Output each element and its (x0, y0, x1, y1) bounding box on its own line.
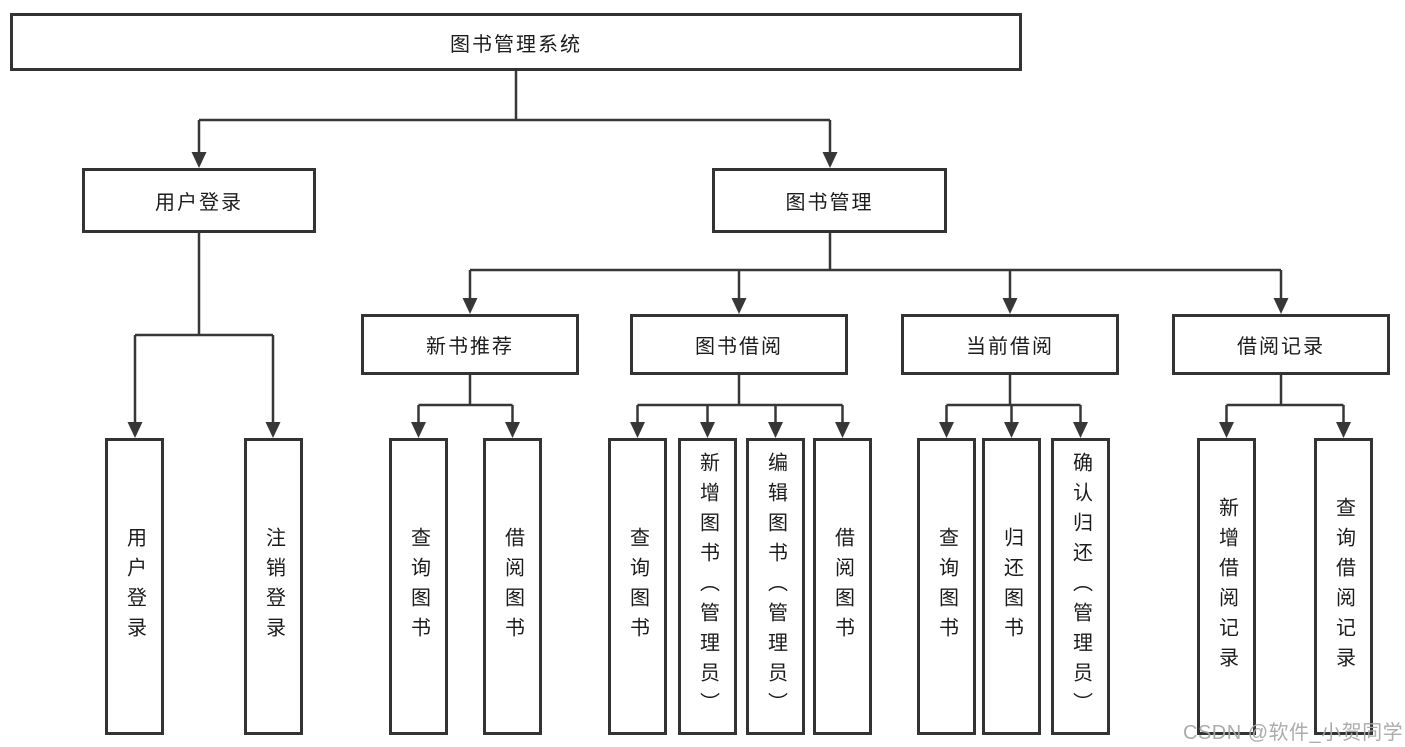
node-book-borrowing-label: 图书借阅 (695, 336, 783, 358)
node-new-book-recommendation: 新书推荐 (361, 314, 579, 375)
leaf-user-login: 用户登录 (105, 438, 164, 735)
node-book-management: 图书管理 (712, 168, 947, 233)
leaf-borrow-books-recommend: 借阅图书 (483, 438, 542, 735)
node-borrowing-records-label: 借阅记录 (1237, 336, 1325, 358)
leaf-query-books-current: 查询图书 (917, 438, 976, 735)
node-new-book-recommendation-label: 新书推荐 (426, 336, 514, 358)
node-book-management-label: 图书管理 (785, 192, 874, 214)
leaf-borrow-books-borrowing: 借阅图书 (813, 438, 872, 735)
leaf-query-books-current-label: 查询图书 (935, 526, 958, 647)
node-user-login: 用户登录 (82, 168, 316, 233)
leaf-add-borrow-record-label: 新增借阅记录 (1215, 496, 1238, 677)
leaf-user-login-label: 用户登录 (123, 526, 146, 647)
leaf-confirm-return-admin-label: 确认归还（管理员） (1069, 451, 1092, 722)
node-root-label: 图书管理系统 (450, 33, 582, 56)
csdn-watermark: CSDN @软件_小贺同学 (1183, 722, 1404, 744)
leaf-query-borrow-record-label: 查询借阅记录 (1332, 496, 1355, 677)
node-current-borrowing: 当前借阅 (901, 314, 1119, 375)
leaf-return-books: 归还图书 (982, 438, 1041, 735)
leaf-logout: 注销登录 (244, 438, 303, 735)
node-borrowing-records: 借阅记录 (1172, 314, 1390, 375)
node-root: 图书管理系统 (10, 13, 1022, 71)
leaf-add-borrow-record: 新增借阅记录 (1197, 438, 1256, 735)
node-book-borrowing: 图书借阅 (630, 314, 848, 375)
leaf-borrow-books-borrowing-label: 借阅图书 (831, 526, 854, 647)
leaf-query-books-recommend-label: 查询图书 (407, 526, 430, 647)
node-current-borrowing-label: 当前借阅 (966, 336, 1054, 358)
leaf-edit-books-admin: 编辑图书（管理员） (746, 438, 805, 735)
node-user-login-label: 用户登录 (155, 192, 243, 214)
leaf-edit-books-admin-label: 编辑图书（管理员） (764, 451, 787, 722)
leaf-query-books-borrowing-label: 查询图书 (626, 526, 649, 647)
leaf-query-books-recommend: 查询图书 (389, 438, 448, 735)
leaf-borrow-books-recommend-label: 借阅图书 (501, 526, 524, 647)
arrowheads (127, 152, 1351, 438)
leaf-add-books-admin: 新增图书（管理员） (678, 438, 737, 735)
leaf-return-books-label: 归还图书 (1000, 526, 1023, 647)
leaf-confirm-return-admin: 确认归还（管理员） (1051, 438, 1110, 735)
leaf-query-borrow-record: 查询借阅记录 (1314, 438, 1373, 735)
leaf-logout-label: 注销登录 (262, 526, 285, 647)
leaf-query-books-borrowing: 查询图书 (608, 438, 667, 735)
leaf-add-books-admin-label: 新增图书（管理员） (696, 451, 719, 722)
